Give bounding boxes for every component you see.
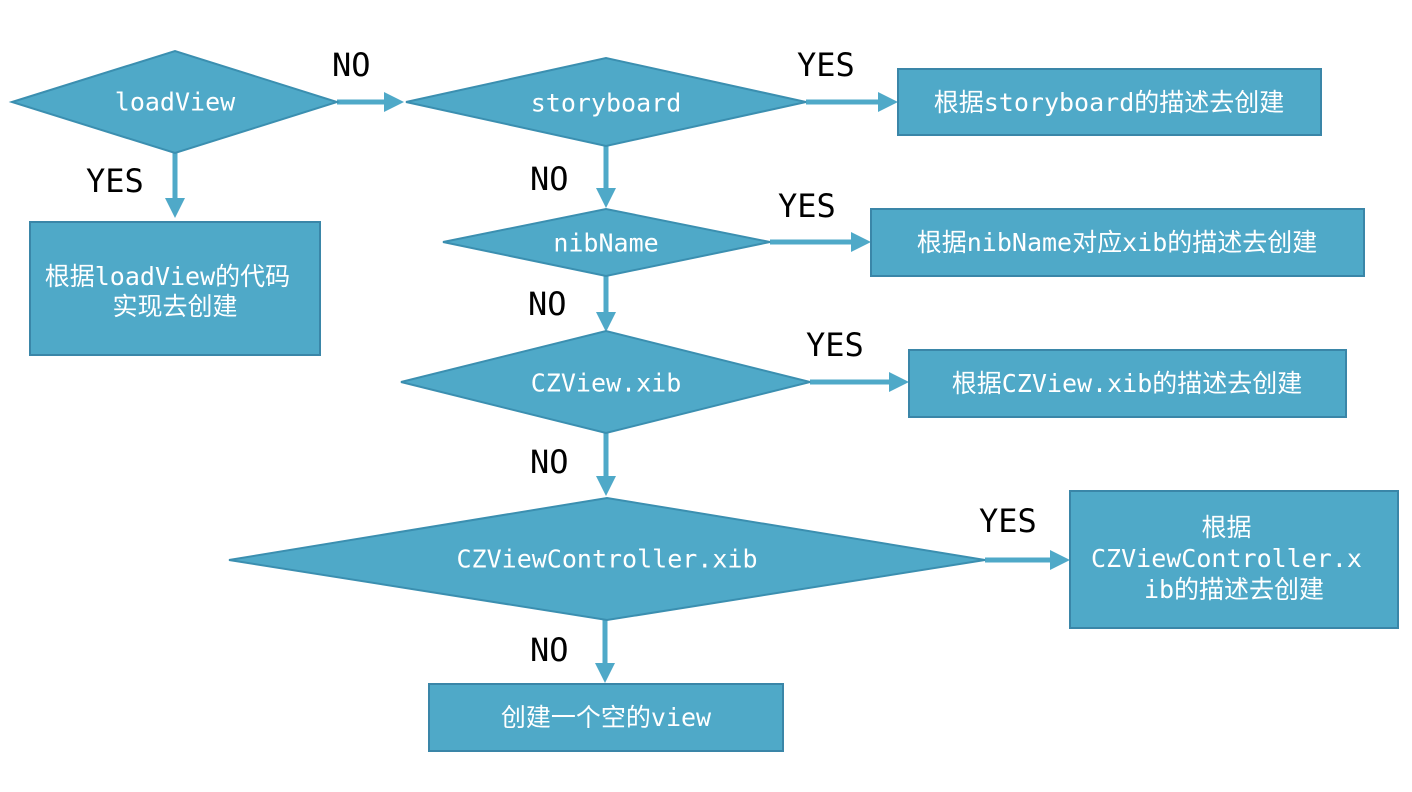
svg-text:根据loadView的代码 实现去创建: 根据loadView的代码 实现去创建 (45, 262, 305, 321)
edge-czviewcontroller-no (595, 620, 615, 683)
process-storyboard-line-1: 根据storyboard的描述去创建 (934, 88, 1285, 117)
svg-text:根据CZView.xib的描述去创建: 根据CZView.xib的描述去创建 (952, 369, 1303, 398)
edge-label-czviewcontroller-no: NO (530, 631, 569, 669)
decision-storyboard: storyboard (405, 56, 807, 148)
svg-text:根据storyboard的描述去创建: 根据storyboard的描述去创建 (934, 88, 1285, 117)
edge-label-nibname-no: NO (528, 285, 567, 323)
edge-storyboard-yes (806, 92, 898, 112)
decision-nibname: nibName (442, 207, 771, 278)
svg-text:根据nibName对应xib的描述去创建: 根据nibName对应xib的描述去创建 (917, 228, 1318, 257)
decision-czviewcontroller-xib-label: CZViewController.xib (456, 545, 757, 574)
process-czview-xib-line-1: 根据CZView.xib的描述去创建 (952, 369, 1303, 398)
decision-czviewcontroller-xib: CZViewController.xib (228, 496, 986, 622)
decision-nibname-label: nibName (553, 229, 658, 258)
decision-storyboard-label: storyboard (531, 89, 682, 118)
svg-text:创建一个空的view: 创建一个空的view (501, 703, 712, 732)
process-czviewcontroller-xib-line-2: CZViewController.x (1091, 544, 1362, 573)
svg-text:根据 CZViewController.x: 根据 CZViewController.x ib的描述去创建 (1091, 513, 1377, 604)
edge-label-nibname-yes: YES (778, 187, 836, 225)
edge-label-loadview-yes: YES (86, 162, 144, 200)
process-nibname: 根据nibName对应xib的描述去创建 (870, 208, 1365, 277)
edge-label-loadview-no: NO (332, 46, 371, 84)
process-czviewcontroller-xib-line-1: 根据 (1201, 513, 1251, 542)
edge-label-storyboard-yes: YES (797, 46, 855, 84)
process-loadview-code: 根据loadView的代码 实现去创建 (29, 221, 321, 356)
edge-loadview-yes (165, 153, 185, 218)
process-nibname-line-1: 根据nibName对应xib的描述去创建 (917, 228, 1318, 257)
process-czview-xib: 根据CZView.xib的描述去创建 (908, 349, 1347, 418)
process-empty-view-line-1: 创建一个空的view (501, 703, 712, 732)
process-czviewcontroller-xib-line-3: ib的描述去创建 (1144, 575, 1324, 604)
process-czviewcontroller-xib: 根据 CZViewController.x ib的描述去创建 (1069, 490, 1399, 629)
process-loadview-code-line-1: 根据loadView的代码 (45, 262, 290, 291)
edge-label-czviewcontroller-yes: YES (979, 502, 1037, 540)
edge-nibname-no (596, 276, 616, 332)
decision-loadview-label: loadView (115, 88, 236, 117)
edge-label-czview-yes: YES (806, 326, 864, 364)
edge-storyboard-no (596, 146, 616, 208)
edge-czviewcontroller-yes (985, 550, 1070, 570)
decision-czview-xib-label: CZView.xib (531, 369, 682, 398)
decision-loadview: loadView (8, 49, 341, 155)
edge-czview-no (596, 433, 616, 496)
decision-czview-xib: CZView.xib (400, 329, 811, 435)
process-storyboard: 根据storyboard的描述去创建 (897, 68, 1322, 136)
edge-czview-yes (810, 372, 909, 392)
edge-loadview-no (337, 92, 404, 112)
process-empty-view: 创建一个空的view (428, 683, 784, 752)
edge-nibname-yes (770, 232, 871, 252)
process-loadview-code-line-2: 实现去创建 (112, 292, 237, 321)
edge-label-storyboard-no: NO (530, 160, 569, 198)
edge-label-czview-no: NO (530, 443, 569, 481)
